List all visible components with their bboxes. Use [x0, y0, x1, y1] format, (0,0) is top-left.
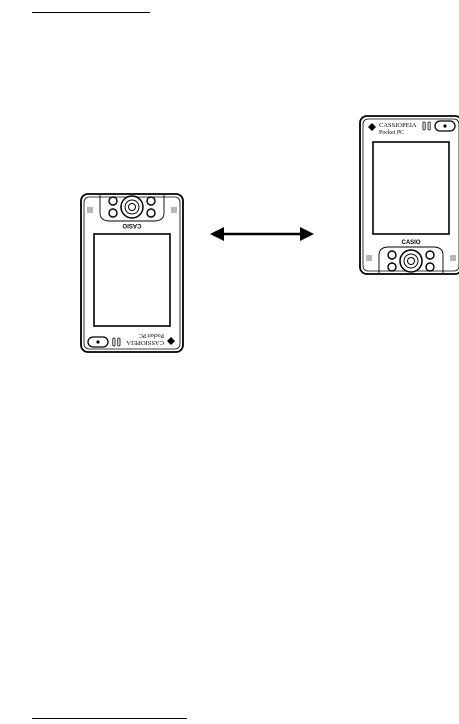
device-screen — [373, 142, 449, 234]
app-button — [388, 263, 396, 271]
app-button — [147, 197, 155, 205]
speaker-grid-icon — [450, 255, 455, 260]
arrow-head-left-icon — [210, 227, 224, 241]
app-button — [109, 197, 117, 205]
speaker-grid-icon — [87, 207, 92, 212]
bidirectional-arrow-icon — [210, 224, 314, 244]
navigation-pad — [400, 250, 422, 272]
device-upright: CASSIOPEIA Pocket PC CASIO — [359, 115, 459, 275]
model-name-line1: CASSIOPEIA — [126, 339, 164, 346]
app-button — [388, 251, 396, 259]
model-name-line2: Pocket PC — [379, 130, 404, 136]
model-name-line2: Pocket PC — [139, 332, 164, 338]
app-button — [426, 251, 434, 259]
brand-label: CASIO — [122, 222, 141, 228]
bottom-rule-line — [32, 718, 187, 719]
speaker-grid-icon — [366, 255, 371, 260]
navigation-pad — [121, 196, 143, 218]
power-dot-icon — [96, 340, 99, 343]
app-button — [147, 209, 155, 217]
arrow-head-right-icon — [300, 227, 314, 241]
app-button — [109, 209, 117, 217]
top-rule-line — [32, 12, 150, 13]
brand-label: CASIO — [401, 240, 420, 246]
model-name-line1: CASSIOPEIA — [379, 122, 417, 129]
device-upside-down: CASSIOPEIA Pocket PC CASIO — [80, 193, 184, 353]
speaker-grid-icon — [171, 207, 176, 212]
app-button — [426, 263, 434, 271]
power-dot-icon — [443, 124, 446, 127]
device-screen — [94, 234, 170, 326]
